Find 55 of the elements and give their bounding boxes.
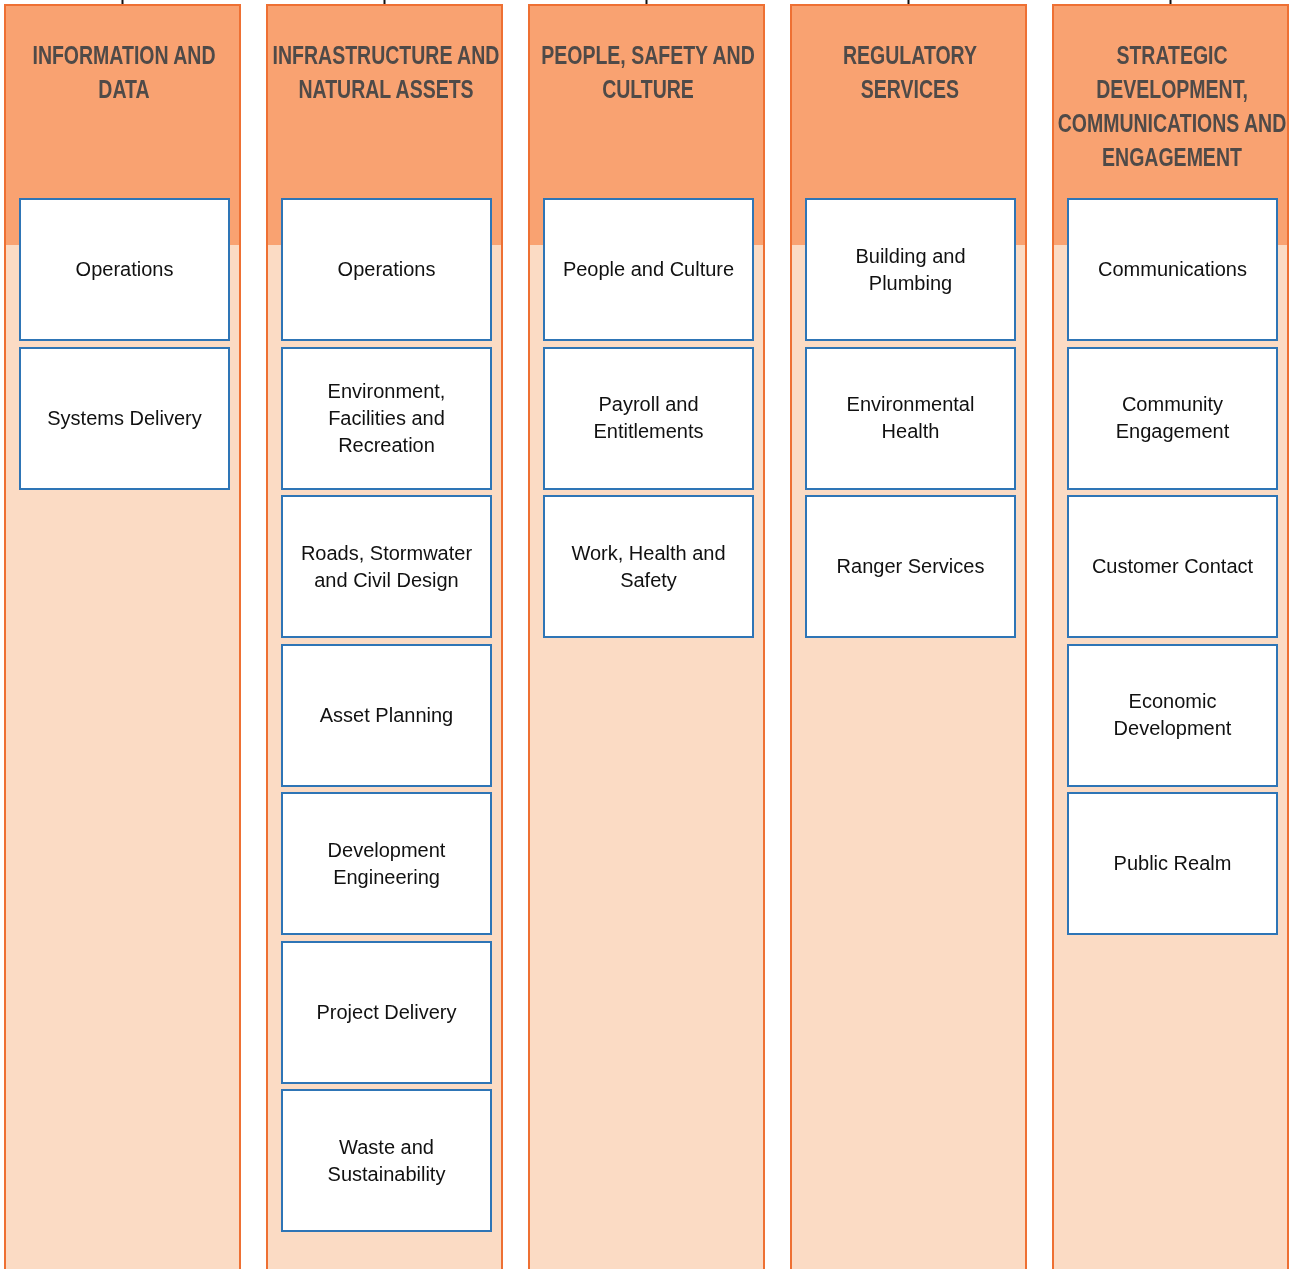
unit-box (281, 346, 492, 490)
unit-label: Public Realm (1112, 851, 1233, 876)
unit-label: Roads, Stormwater and Civil Design (299, 540, 474, 593)
column-heading: INFRASTRUCTURE AND NATURAL ASSETS (271, 40, 501, 105)
unit-label: Community Engagement (1114, 392, 1231, 444)
unit-label: Asset Planning (318, 702, 455, 728)
unit-label: Ranger Services (835, 554, 986, 579)
unit-label: Work, Health and Safety (570, 540, 727, 593)
unit-label: Building and Plumbing (854, 243, 967, 296)
unit-box (805, 346, 1016, 490)
unit-box (281, 495, 492, 638)
unit-box (281, 198, 492, 341)
unit-box (1067, 643, 1278, 787)
unit-label: Development Engineering (326, 837, 447, 890)
department-column (1052, 4, 1289, 1269)
department-column (528, 4, 765, 1269)
unit-box (1067, 792, 1278, 935)
unit-box (543, 495, 754, 638)
unit-box (281, 1089, 492, 1232)
unit-box (805, 198, 1016, 341)
connector-line (645, 0, 648, 5)
column-heading: PEOPLE, SAFETY AND CULTURE (540, 40, 756, 105)
unit-box (805, 495, 1016, 638)
unit-box (281, 792, 492, 935)
unit-box (281, 940, 492, 1084)
column-heading: REGULATORY SERVICES (842, 40, 978, 105)
unit-box (543, 198, 754, 341)
unit-label: People and Culture (561, 257, 736, 282)
unit-box (1067, 346, 1278, 490)
unit-box (19, 198, 230, 341)
department-column (266, 4, 503, 1269)
unit-box (1067, 495, 1278, 638)
unit-label: Systems Delivery (46, 405, 203, 431)
column-heading: INFORMATION AND DATA (31, 40, 217, 105)
unit-label: Operations (336, 257, 437, 282)
department-column (790, 4, 1027, 1269)
unit-box (543, 346, 754, 490)
unit-label: Environmental Health (845, 392, 976, 444)
unit-label: Environment, Facilities and Recreation (326, 378, 447, 458)
connector-line (121, 0, 124, 5)
unit-label: Waste and Sustainability (326, 1134, 447, 1187)
unit-label: Project Delivery (315, 999, 458, 1025)
column-heading: STRATEGIC DEVELOPMENT, COMMUNICATIONS AND ENGAGEMENT (1056, 40, 1288, 173)
unit-label: Customer Contact (1090, 554, 1255, 579)
unit-label: Economic Development (1112, 689, 1233, 741)
connector-line (1169, 0, 1172, 5)
connector-line (383, 0, 386, 5)
unit-box (19, 346, 230, 490)
department-column (4, 4, 241, 1269)
unit-box (1067, 198, 1278, 341)
unit-label: Operations (74, 257, 175, 282)
unit-box (281, 643, 492, 787)
unit-label: Communications (1097, 257, 1248, 282)
unit-label: Payroll and Entitlements (592, 392, 705, 444)
connector-line (907, 0, 910, 5)
